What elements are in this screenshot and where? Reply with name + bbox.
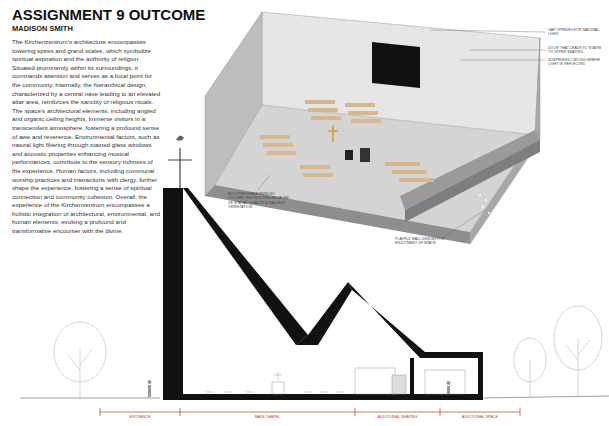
annotation: SUSPENDED CEILING WHERE LIGHT IS REFLECT… — [548, 58, 606, 67]
cross-symbol — [168, 148, 192, 188]
annotation: BIG OPEN SPACE WITH NO COLUMN OBSTRUCTIN… — [228, 192, 290, 209]
rooster-symbol — [176, 135, 184, 140]
title: ASSIGNMENT 9 OUTCOME — [12, 6, 205, 23]
zone-label: ADDITIONAL SPACE — [440, 415, 520, 419]
author-name: MADISON SMITH — [12, 24, 73, 33]
furniture — [205, 368, 465, 394]
annotation: GAP OPENING FOR NATURAL LIGHT — [548, 28, 606, 37]
dimension-lines — [100, 408, 520, 416]
isometric-view — [205, 12, 540, 244]
body-text: The Kirchenzentrum's architecture encomp… — [12, 38, 162, 236]
zone-label: ENTRANCE — [100, 415, 180, 419]
zone-label: ADDITIONAL SEATING — [355, 415, 440, 419]
leader-lines — [258, 30, 545, 236]
annotation: PLAYFUL WALL DESIGN FOR ENJOYMENT OF SPA… — [395, 237, 455, 246]
zone-label: MAIN CHAPEL — [180, 415, 355, 419]
annotation: DOOR THAT LEADS TO STAIRS TO UPPER SEATI… — [548, 46, 606, 55]
